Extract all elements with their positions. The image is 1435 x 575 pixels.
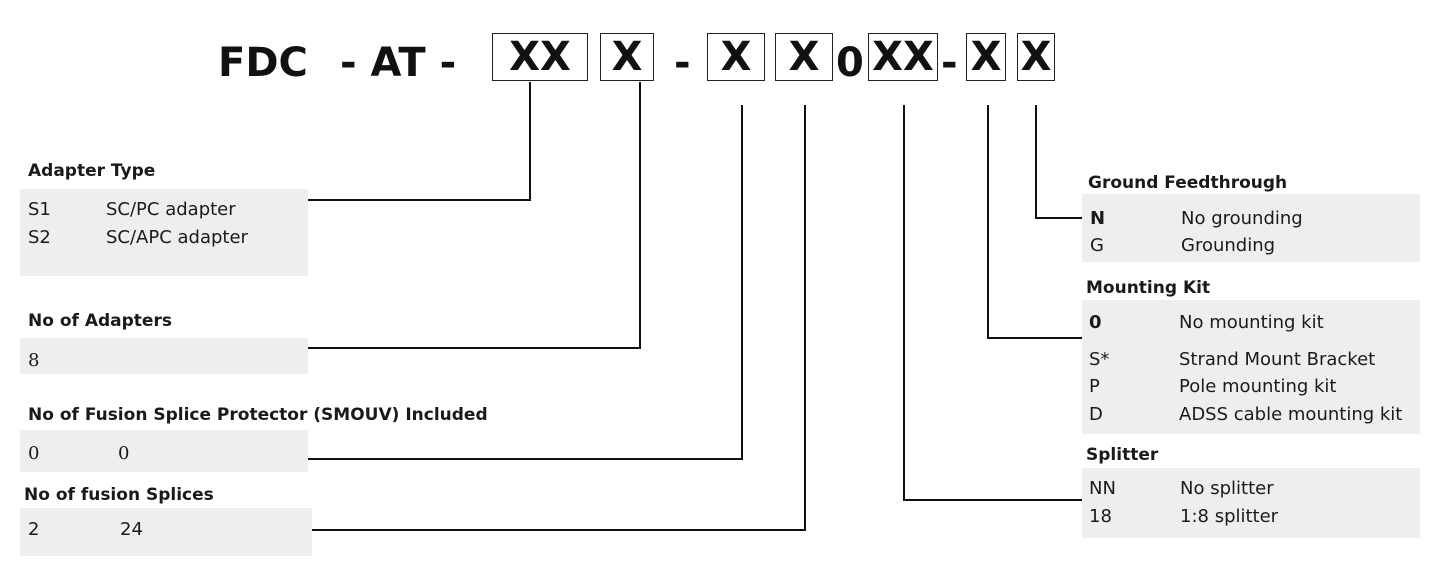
ground-feedthrough-code: N: [1090, 208, 1106, 229]
code-box-adapter-type: XX: [492, 33, 588, 81]
fusion-protector-panel: [20, 430, 308, 472]
code-box-fusion-splices: X: [775, 33, 833, 81]
connector-splitter: [903, 105, 1083, 501]
splitter-code: 18: [1089, 506, 1112, 527]
mounting-kit-title: Mounting Kit: [1086, 278, 1211, 298]
code-box-no-of-adapters: X: [600, 33, 654, 81]
mounting-kit-code: D: [1089, 404, 1103, 425]
fusion-protector-value: 0: [28, 443, 40, 464]
adapter-type-desc: SC/PC adapter: [106, 199, 236, 220]
fusion-splices-title: No of fusion Splices: [24, 485, 214, 505]
no-of-adapters-panel: [20, 338, 308, 374]
fusion-splices-value: 2: [28, 519, 40, 540]
ground-feedthrough-panel: [1082, 194, 1420, 262]
connector-no-of-adapters: [308, 82, 641, 349]
fusion-protector-title: No of Fusion Splice Protector (SMOUV) In…: [28, 405, 488, 425]
ground-feedthrough-desc: Grounding: [1181, 235, 1276, 256]
mounting-kit-code: P: [1089, 376, 1100, 397]
code-dash-2: -: [941, 40, 958, 86]
connector-ground-feedthrough: [1035, 105, 1082, 219]
fusion-protector-value: 0: [118, 443, 130, 464]
mounting-kit-desc: ADSS cable mounting kit: [1179, 404, 1403, 425]
ground-feedthrough-title: Ground Feedthrough: [1088, 173, 1288, 193]
code-prefix-fdc: FDC: [218, 40, 308, 86]
adapter-type-code: S1: [28, 199, 51, 220]
mounting-kit-code: 0: [1089, 312, 1102, 333]
connector-mounting-kit: [987, 105, 1082, 339]
code-box-fusion-protector: X: [707, 33, 765, 81]
adapter-type-desc: SC/APC adapter: [106, 227, 248, 248]
code-dash-1: -: [674, 40, 691, 86]
code-zero: 0: [836, 40, 864, 86]
fusion-splices-value: 24: [120, 519, 143, 540]
connector-adapter-type: [308, 82, 531, 201]
mounting-kit-desc: Pole mounting kit: [1179, 376, 1337, 397]
splitter-desc: No splitter: [1180, 478, 1274, 499]
mounting-kit-desc: No mounting kit: [1179, 312, 1324, 333]
mounting-kit-desc: Strand Mount Bracket: [1179, 349, 1376, 370]
ground-feedthrough-code: G: [1090, 235, 1104, 256]
mounting-kit-panel: [1082, 300, 1420, 434]
no-of-adapters-value: 8: [28, 350, 40, 371]
connector-fusion-splices: [312, 105, 806, 531]
ground-feedthrough-desc: No grounding: [1181, 208, 1303, 229]
adapter-type-panel: [20, 189, 308, 276]
connector-fusion-protector: [308, 105, 743, 460]
code-box-splitter: XX: [868, 33, 938, 81]
fusion-splices-panel: [20, 508, 312, 556]
splitter-code: NN: [1089, 478, 1116, 499]
splitter-panel: [1082, 468, 1420, 538]
adapter-type-code: S2: [28, 227, 51, 248]
splitter-title: Splitter: [1086, 445, 1159, 465]
code-box-mounting-kit: X: [966, 33, 1006, 81]
no-of-adapters-title: No of Adapters: [28, 311, 172, 331]
code-separator-at: - AT -: [340, 40, 457, 86]
splitter-desc: 1:8 splitter: [1180, 506, 1279, 527]
mounting-kit-code: S*: [1089, 349, 1110, 370]
code-box-ground-feedthrough: X: [1017, 33, 1055, 81]
adapter-type-title: Adapter Type: [28, 161, 156, 181]
